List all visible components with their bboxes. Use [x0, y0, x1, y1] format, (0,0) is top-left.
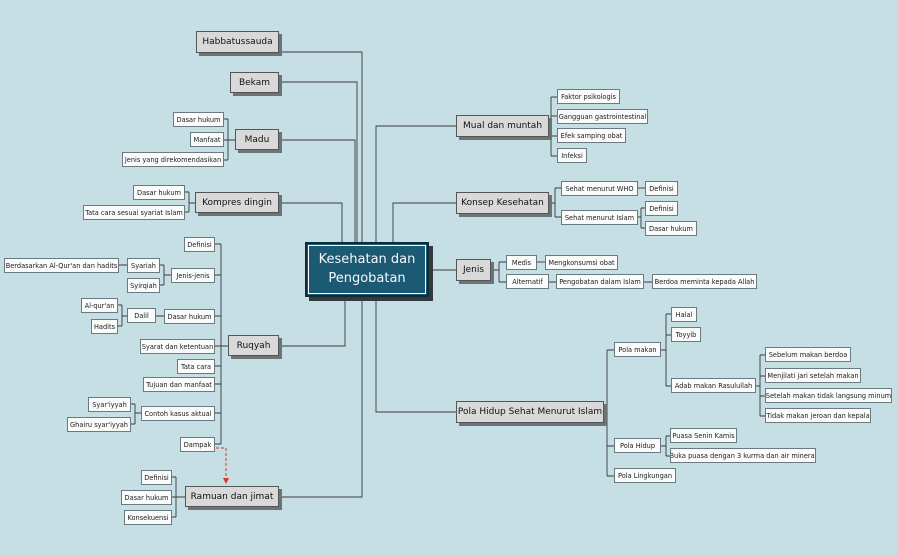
madu-manfaat[interactable]: Manfaat [190, 132, 224, 147]
pola-puasa-senin-kamis[interactable]: Puasa Senin Kamis [670, 428, 737, 443]
konsep-islam-definisi[interactable]: Definisi [645, 201, 678, 216]
ramuan-dasar-hukum[interactable]: Dasar hukum [121, 490, 172, 505]
ruqyah-tujuan[interactable]: Tujuan dan manfaat [143, 377, 215, 392]
ruqyah-hadits[interactable]: Hadits [91, 319, 118, 334]
central-topic-line2: Pengobatan [328, 270, 406, 286]
connector-ramuan [279, 295, 363, 498]
ruqyah-syarat[interactable]: Syarat dan ketentuan [140, 339, 215, 354]
ruqyah-alquran[interactable]: Al-qur'an [81, 298, 118, 313]
relationship-arrow-head [223, 478, 229, 484]
topic-ramuan-dan-jimat[interactable]: Ramuan dan jimat [185, 486, 279, 507]
pola-toyyib[interactable]: Toyyib [671, 327, 701, 342]
ruqyah-berdasarkan[interactable]: Berdasarkan Al-Qur'an dan hadits [4, 258, 119, 273]
pola-buka-puasa[interactable]: Buka puasa dengan 3 kurma dan air minera… [670, 448, 816, 463]
ruqyah-definisi[interactable]: Definisi [184, 237, 215, 252]
connector-mual [375, 125, 456, 245]
madu-dasar-hukum[interactable]: Dasar hukum [173, 112, 224, 127]
connector-habbatussauda [279, 51, 363, 245]
topic-mual-dan-muntah[interactable]: Mual dan muntah [456, 115, 549, 137]
connector-kompres [279, 202, 343, 245]
central-topic-line1: Kesehatan dan [318, 252, 416, 268]
jenis-alternatif[interactable]: Alternatif [506, 274, 549, 289]
mual-gangguan[interactable]: Gangguan gastrointestinal [557, 109, 648, 124]
connector-bekam [279, 81, 358, 245]
ramuan-konsekuensi[interactable]: Konsekuensi [124, 510, 172, 525]
connector-jenis-children [491, 261, 506, 283]
connector-contoh [131, 403, 141, 425]
jenis-medis[interactable]: Medis [506, 255, 537, 270]
ruqyah-ghairu[interactable]: Ghairu syar'iyyah [67, 417, 131, 432]
konsep-islam-dasar-hukum[interactable]: Dasar hukum [645, 221, 697, 236]
connector-adab [756, 354, 765, 417]
connector-pola-hidup [661, 435, 670, 457]
connector-jenis-jenis [119, 264, 171, 286]
connector-mual-children [549, 96, 557, 157]
connector-konsep [392, 202, 456, 245]
ruqyah-dalil[interactable]: Dalil [127, 308, 156, 323]
ramuan-definisi[interactable]: Definisi [141, 470, 172, 485]
connector-pola-children [604, 349, 614, 477]
connector-kompres-children [185, 191, 195, 213]
ruqyah-dampak[interactable]: Dampak [180, 437, 215, 452]
topic-madu[interactable]: Madu [235, 129, 279, 150]
connector-pola-makan [661, 313, 671, 387]
konsep-sehat-who[interactable]: Sehat menurut WHO [561, 181, 638, 196]
konsep-sehat-islam[interactable]: Sehat menurut Islam [561, 210, 638, 225]
kompres-dasar-hukum[interactable]: Dasar hukum [133, 185, 185, 200]
topic-ruqyah[interactable]: Ruqyah [228, 335, 279, 356]
connector-ruqyah-spine [215, 243, 228, 445]
pola-adab-tidak-jeroan[interactable]: Tidak makan jeroan dan kepala [765, 408, 871, 423]
pola-adab-berdoa[interactable]: Sebelum makan berdoa [765, 347, 851, 362]
pola-hidup[interactable]: Pola Hidup [614, 438, 661, 453]
mual-faktor-psikologis[interactable]: Faktor psikologis [557, 89, 620, 104]
connector-dalil [118, 304, 164, 327]
pola-adab-makan[interactable]: Adab makan Rasulullah [671, 378, 756, 393]
relationship-arrow [216, 447, 227, 478]
topic-konsep-kesehatan[interactable]: Konsep Kesehatan [456, 192, 549, 214]
ruqyah-syariah[interactable]: Syariah [127, 258, 160, 273]
ruqyah-jenis-jenis[interactable]: Jenis-jenis [171, 268, 215, 283]
topic-kompres-dingin[interactable]: Kompres dingin [195, 192, 279, 213]
jenis-berdoa[interactable]: Berdoa meminta kepada Allah [652, 274, 757, 289]
topic-bekam[interactable]: Bekam [230, 72, 279, 93]
konsep-who-definisi[interactable]: Definisi [645, 181, 678, 196]
connector-madu [279, 139, 356, 245]
kompres-tata-cara[interactable]: Tata cara sesuai syariat Islam [83, 205, 185, 220]
ruqyah-dasar-hukum[interactable]: Dasar hukum [164, 309, 215, 324]
connector-konsep-children [549, 187, 561, 218]
ruqyah-syaryyah[interactable]: Syar'iyyah [88, 397, 131, 412]
pola-adab-menjilati[interactable]: Menjilati jari setelah makan [765, 368, 861, 383]
topic-habbatussauda[interactable]: Habbatussauda [196, 31, 279, 53]
connector-madu-children [224, 118, 235, 161]
pola-adab-tidak-minum[interactable]: Setelah makan tidak langsung minum [765, 388, 892, 403]
pola-lingkungan[interactable]: Pola Lingkungan [614, 468, 676, 483]
connector-islam [638, 207, 645, 229]
ruqyah-tata-cara[interactable]: Tata cara [177, 359, 215, 374]
mual-infeksi[interactable]: Infeksi [557, 148, 587, 163]
connector-ruqyah [279, 295, 346, 347]
mual-efek-samping[interactable]: Efek samping obat [557, 128, 626, 143]
pola-makan[interactable]: Pola makan [614, 342, 661, 357]
ruqyah-syirqiah[interactable]: Syirqiah [127, 278, 160, 293]
ruqyah-contoh-kasus[interactable]: Contoh kasus aktual [141, 406, 215, 421]
connector-ramuan-children [172, 476, 185, 518]
madu-jenis-direkomendasikan[interactable]: Jenis yang direkomendasikan [122, 152, 224, 167]
jenis-mengkonsumsi-obat[interactable]: Mengkonsumsi obat [545, 255, 618, 270]
topic-pola-hidup-sehat[interactable]: Pola Hidup Sehat Menurut Islam [456, 401, 604, 423]
central-topic[interactable]: Kesehatan dan Pengobatan [305, 242, 429, 297]
connector-pola [375, 295, 456, 413]
pola-halal[interactable]: Halal [671, 307, 697, 322]
topic-jenis[interactable]: Jenis [456, 259, 491, 281]
jenis-pengobatan-islam[interactable]: Pengobatan dalam Islam [556, 274, 644, 289]
